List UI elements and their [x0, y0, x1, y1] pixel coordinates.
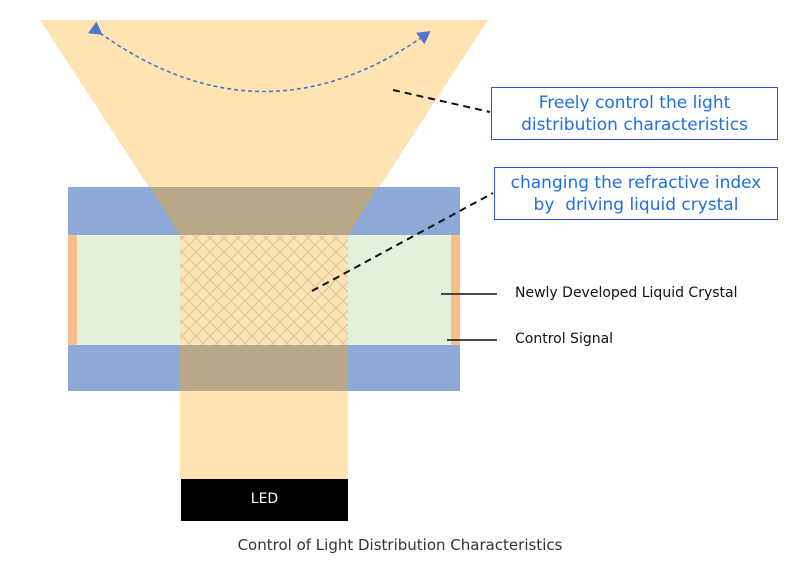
- left-spacer: [68, 235, 77, 345]
- leader-line-refractive: [311, 192, 494, 292]
- led-label: LED: [250, 491, 279, 507]
- top-substrate-lit-edge-left: [68, 187, 150, 235]
- light-column: [180, 391, 348, 479]
- right-spacer: [451, 235, 460, 345]
- figure-caption: Control of Light Distribution Characteri…: [237, 536, 563, 554]
- callout-light-distribution-line-2: distribution characteristics: [521, 114, 748, 135]
- bottom-substrate-lit: [180, 345, 348, 391]
- callout-light-distribution: Freely control the light distribution ch…: [491, 87, 778, 140]
- callout-refractive-index: changing the refractive index by driving…: [494, 167, 778, 220]
- callout-refractive-index-line-2: by driving liquid crystal: [533, 194, 739, 215]
- top-substrate-lit: [150, 187, 378, 235]
- label-control-signal: Control Signal: [515, 331, 614, 347]
- led-body: [181, 479, 348, 521]
- distribution-arrow: [88, 21, 431, 93]
- leader-line-distribution: [392, 89, 491, 113]
- callout-refractive-index-line-1: changing the refractive index: [510, 172, 762, 193]
- callout-light-distribution-line-1: Freely control the light: [538, 92, 731, 113]
- active-lc-pattern: [180, 235, 348, 345]
- light-cone: [40, 20, 488, 235]
- label-liquid-crystal: Newly Developed Liquid Crystal: [515, 285, 738, 301]
